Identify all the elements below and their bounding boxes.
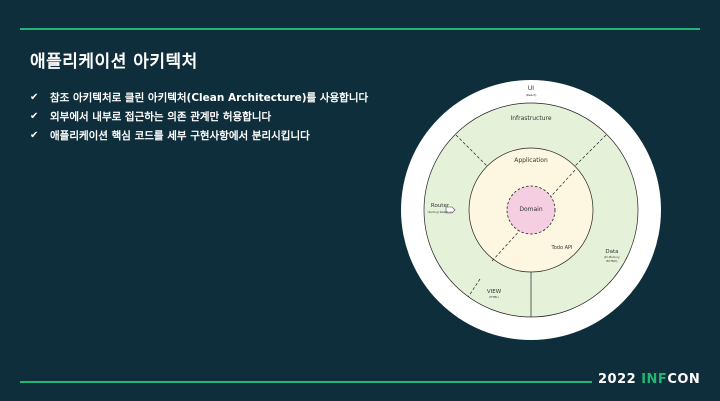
view-label: VIEW	[487, 289, 502, 295]
bullet-text: 애플리케이션 핵심 코드를 세부 구현사항에서 분리시킵니다	[50, 130, 310, 142]
footer-brand-accent: INF	[641, 372, 668, 387]
view-sublabel: (HTML)	[489, 295, 499, 299]
divider-top-left	[455, 134, 489, 168]
bullet-item: ✔ 애플리케이션 핵심 코드를 세부 구현사항에서 분리시킵니다	[30, 126, 368, 145]
top-divider	[20, 28, 700, 30]
todo-api-label: Todo API	[551, 245, 573, 251]
clean-architecture-diagram: UI (React) Infrastructure Application Do…	[401, 80, 661, 340]
footer-brand: 2022 INFCON	[598, 372, 700, 387]
ring-dividers	[454, 134, 607, 317]
domain-label: Domain	[519, 206, 542, 213]
ui-label: UI	[528, 85, 534, 92]
bullet-item: ✔ 외부에서 내부로 접근하는 의존 관계만 허용합니다	[30, 107, 368, 126]
domain-circle	[506, 185, 556, 235]
bottom-divider	[20, 381, 592, 383]
slide-title: 애플리케이션 아키텍처	[30, 52, 198, 72]
data-sublabel-1: (Im-Memory,	[604, 255, 621, 259]
check-icon: ✔	[30, 111, 39, 122]
router-sublabel: (Sorting WebPlus)	[428, 210, 453, 214]
router-label: Router	[431, 203, 450, 209]
application-label: Application	[514, 157, 548, 164]
infrastructure-label: Infrastructure	[510, 115, 551, 122]
divider-top-right	[573, 134, 607, 168]
data-sublabel-2: BOTNIC)	[607, 259, 618, 263]
footer-year: 2022	[598, 372, 637, 387]
footer-brand-rest: CON	[667, 372, 701, 387]
bullet-text: 외부에서 내부로 접근하는 의존 관계만 허용합니다	[50, 111, 272, 123]
bullet-text: 참조 아키텍처로 클린 아키텍처(Clean Architecture)를 사용…	[50, 92, 369, 104]
check-icon: ✔	[30, 130, 39, 141]
check-icon: ✔	[30, 92, 39, 103]
data-label: Data	[605, 249, 618, 255]
arrow-icon	[445, 206, 456, 214]
bullet-list: ✔ 참조 아키텍처로 클린 아키텍처(Clean Architecture)를 …	[30, 88, 368, 145]
ui-sublabel: (React)	[526, 93, 537, 97]
bullet-item: ✔ 참조 아키텍처로 클린 아키텍처(Clean Architecture)를 …	[30, 88, 368, 107]
